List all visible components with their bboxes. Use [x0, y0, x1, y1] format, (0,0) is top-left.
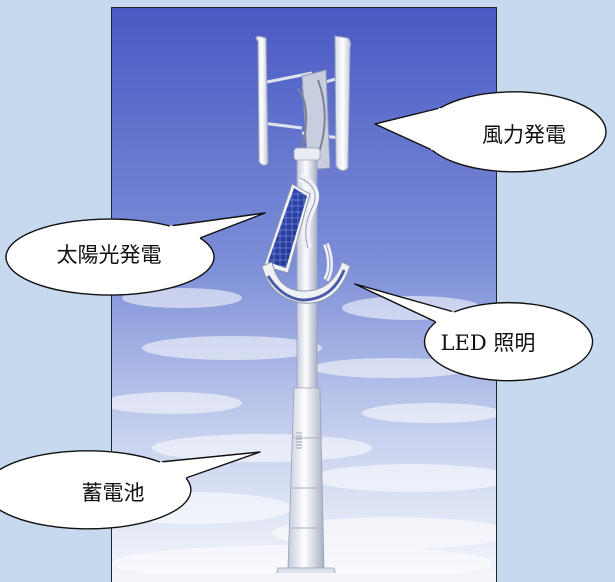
led-lamp	[261, 242, 351, 304]
wind-power-label: 風力発電	[482, 123, 566, 147]
battery-label: 蓄電池	[81, 481, 145, 505]
solar-power-label: 太陽光発電	[56, 243, 162, 267]
wind-turbine	[255, 35, 352, 172]
led-lighting-label: LED 照明	[440, 331, 536, 355]
solar-panel	[263, 183, 311, 274]
hybrid-streetlight-illustration	[112, 8, 496, 582]
pole	[273, 147, 339, 582]
ground	[112, 573, 496, 582]
streetlight-photo	[111, 7, 497, 582]
